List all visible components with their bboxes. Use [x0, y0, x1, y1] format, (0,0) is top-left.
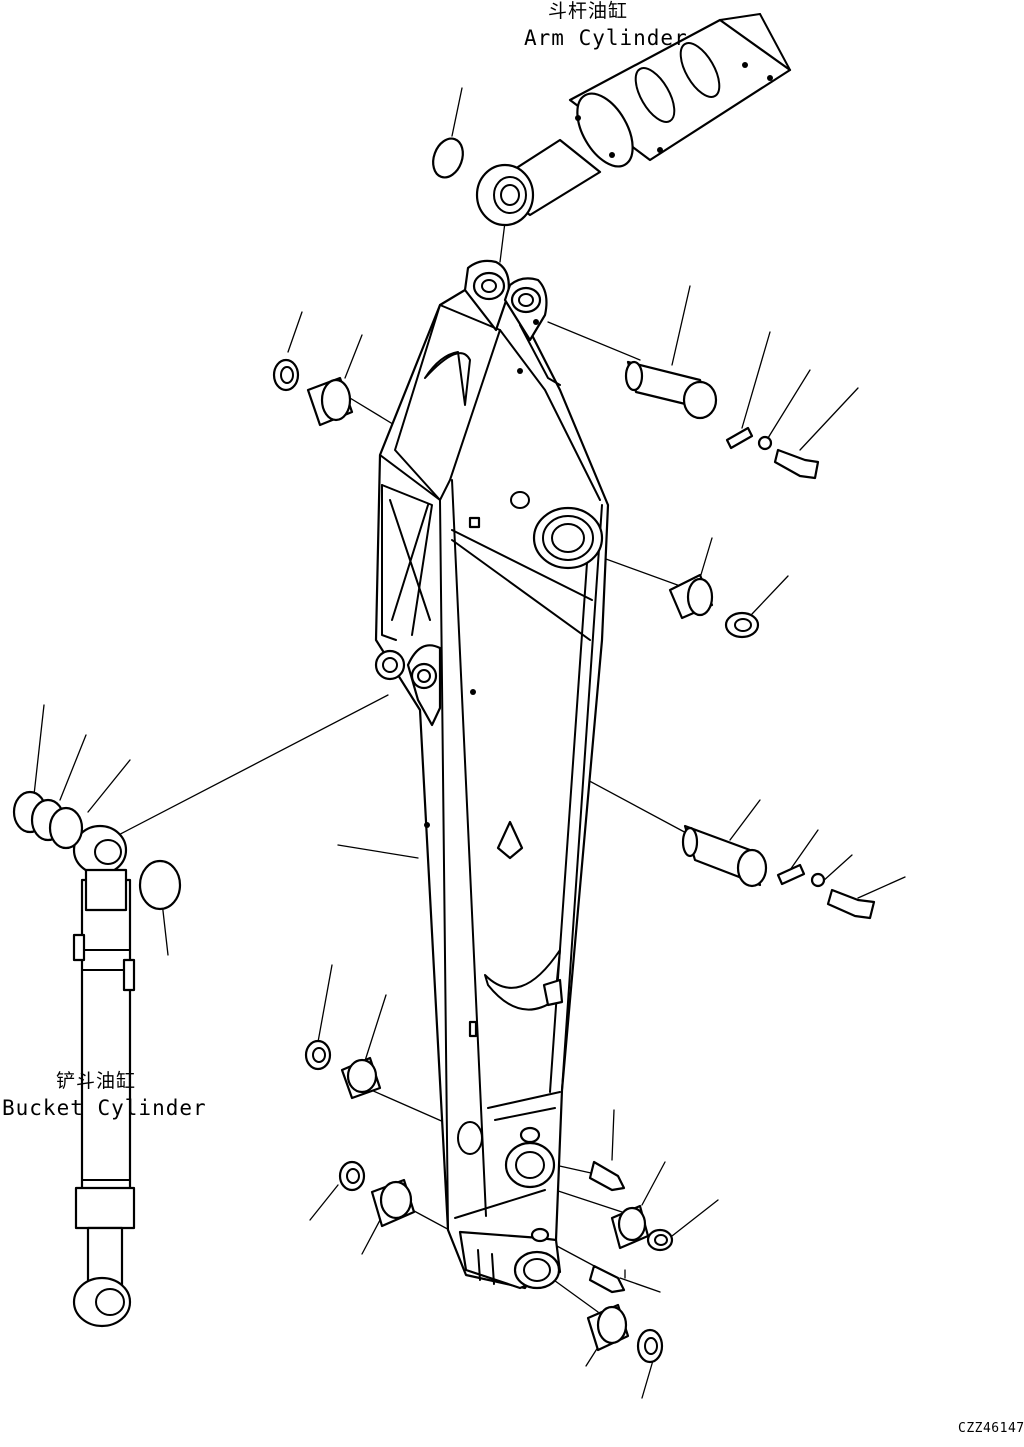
bucket-cylinder-label-cn: 铲斗油缸: [56, 1070, 137, 1092]
leader-lines: [33, 87, 906, 1399]
arm-cylinder: [475, 13, 792, 227]
hardware-parts: [12, 137, 876, 1364]
arm-cylinder-label-cn: 斗杆油缸: [548, 0, 629, 22]
bucket-cylinder: [72, 824, 136, 1328]
drawing-code: CZZ46147: [958, 1421, 1024, 1436]
bucket-cylinder-label-en: Bucket Cylinder: [2, 1096, 207, 1120]
arm-body: [374, 259, 610, 1290]
arm-cylinder-label-en: Arm Cylinder: [524, 26, 688, 50]
